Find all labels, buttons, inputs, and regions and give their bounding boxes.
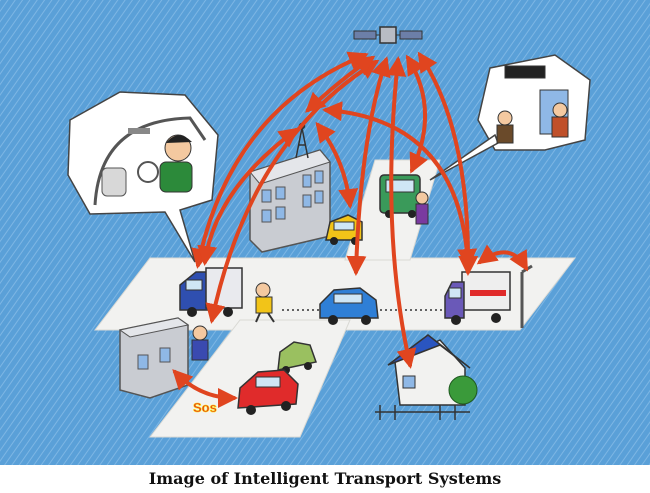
car-icon-red [237,369,299,415]
car-interior-callout [67,91,219,263]
arrow-tower-truck [322,101,478,269]
fence-icon [375,405,470,420]
satellite-icon [353,26,423,44]
arrow-truck-pole [476,244,528,272]
pedestrian-icon-busstop [415,191,429,225]
tree-icon [448,375,478,405]
bus-icon [379,174,421,218]
its-illustration: Sos [0,0,650,465]
truck-icon [444,271,511,325]
communication-arrows [172,51,528,408]
bus-info-sign [504,65,546,79]
phone-booth-icon [118,317,190,399]
operator-person-icon [191,325,209,361]
arrow-booth-redcar [172,369,238,408]
arrow-tower-van [197,127,300,266]
sos-label: Sos [193,400,217,415]
figure-caption: Image of Intelligent Transport Systems [148,469,502,488]
